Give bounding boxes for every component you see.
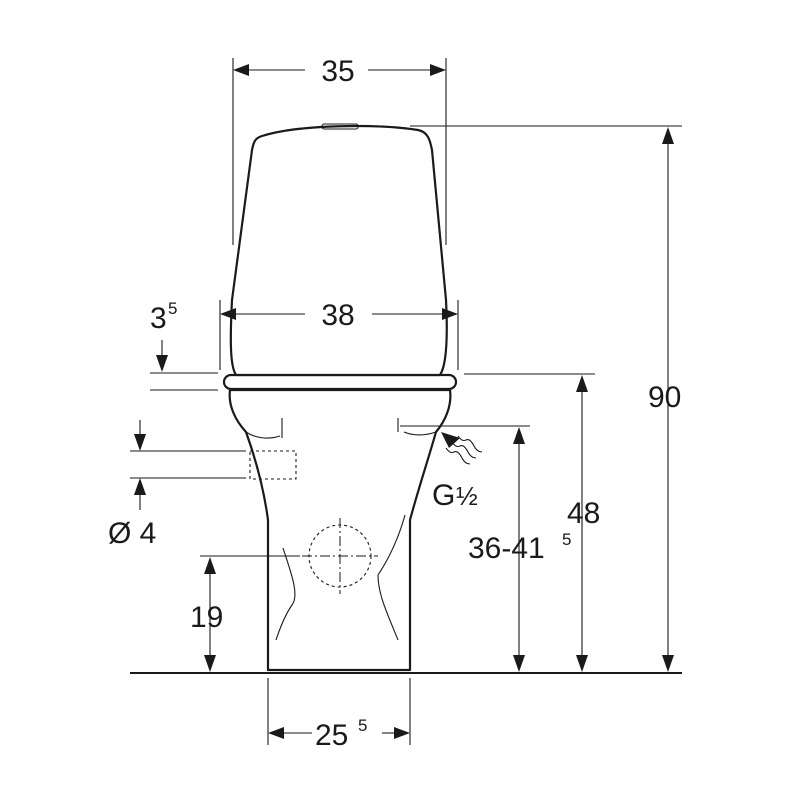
dim-label-outlet-height: 19 <box>190 601 223 634</box>
fixing-hole <box>249 450 297 480</box>
dim-label-water-inlet: G <box>432 479 455 512</box>
dim-label-total-height: 90 <box>648 381 681 414</box>
dim-label-fixing-hole: Ø 4 <box>108 517 156 550</box>
water-inlet-arrow-icon <box>441 432 460 448</box>
water-inlet: G ½ <box>432 432 483 512</box>
dim-base-width: 25 5 <box>267 678 411 752</box>
toilet-seat <box>222 373 458 391</box>
bowl-contour-right <box>403 431 437 436</box>
dim-inlet-height: 36-41 5 <box>400 425 571 672</box>
bowl-contour-left <box>245 431 281 439</box>
pedestal-contour-right <box>377 514 406 641</box>
dim-tank-width: 35 <box>232 55 447 245</box>
pedestal-contour-left <box>275 547 296 641</box>
dim-label-inlet-height-sup: 5 <box>562 530 571 549</box>
dim-total-height: 90 <box>410 125 682 672</box>
dim-fixing-hole: Ø 4 <box>108 420 156 550</box>
dim-seat-width: 38 <box>219 299 459 370</box>
dim-seat-height: 48 <box>464 373 600 672</box>
dim-label-base-width-sup: 5 <box>358 716 367 735</box>
dim-label-seat-width: 38 <box>321 299 354 332</box>
dim-label-seat-offset: 3 <box>150 302 167 335</box>
dim-label-tank-width: 35 <box>321 55 354 88</box>
cistern-tank <box>229 124 448 377</box>
dim-label-seat-offset-sup: 5 <box>168 299 177 318</box>
toilet-bowl <box>228 388 452 672</box>
dim-label-inlet-height: 36-41 <box>468 532 545 565</box>
dim-label-seat-height: 48 <box>567 497 600 530</box>
flush-button <box>321 123 359 130</box>
dim-outlet-height: 19 <box>190 555 300 672</box>
dim-label-base-width: 25 <box>315 719 348 752</box>
dim-label-water-inlet-frac: ½ <box>456 481 478 511</box>
dim-seat-offset: 3 5 <box>150 299 218 391</box>
